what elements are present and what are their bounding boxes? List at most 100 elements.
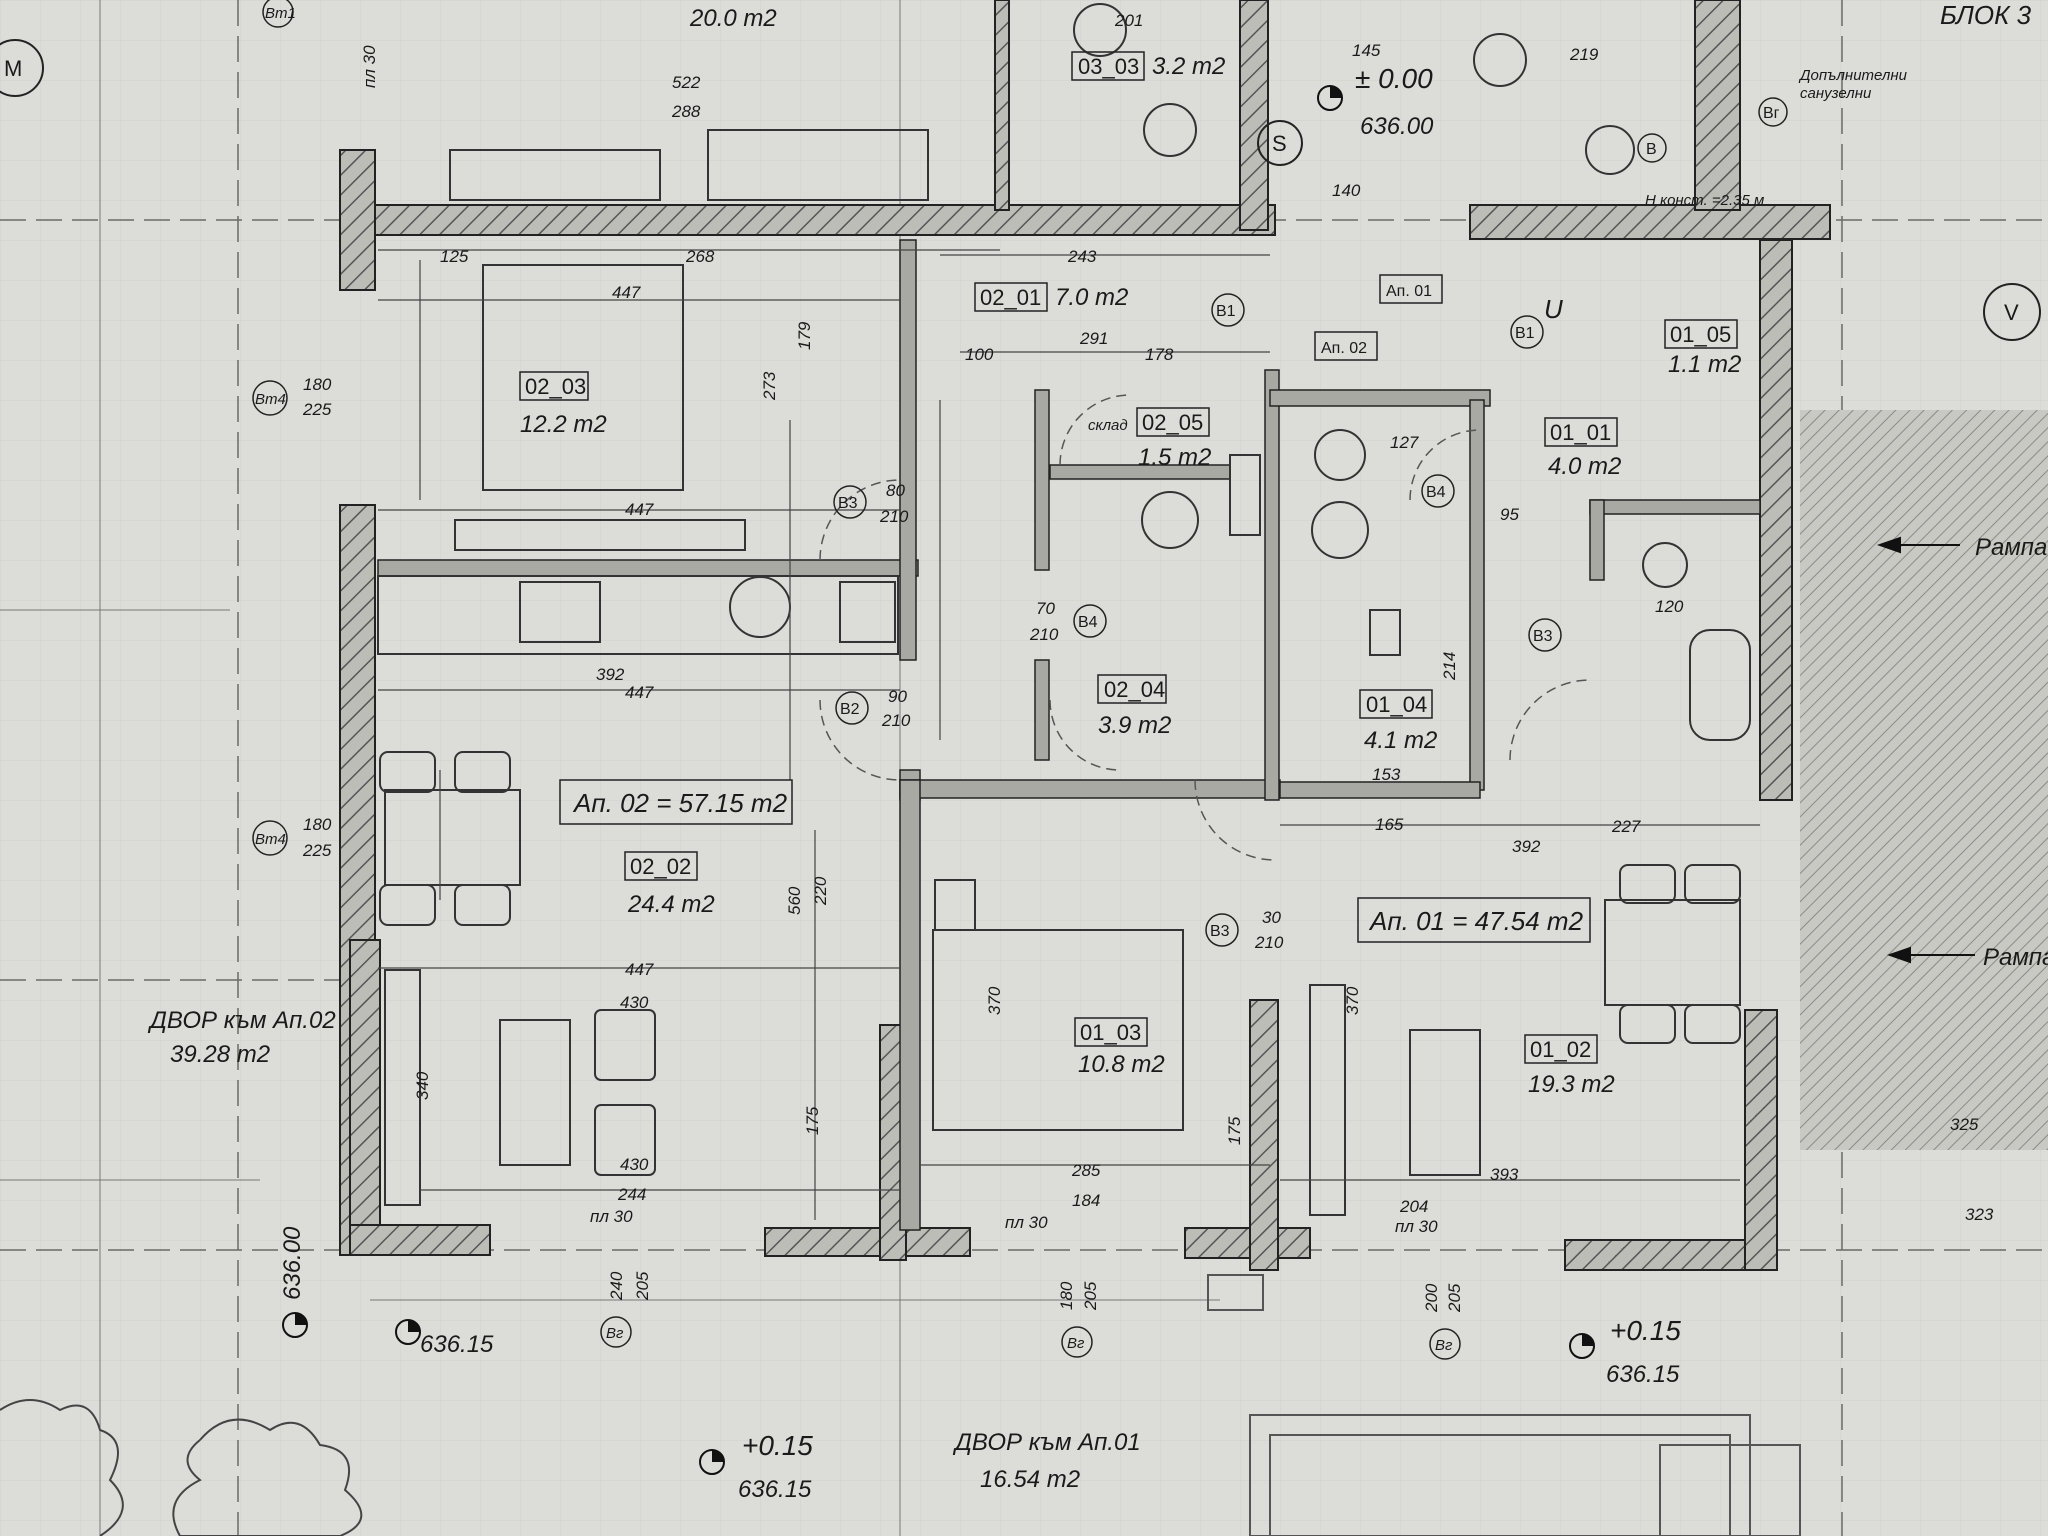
- svg-text:243: 243: [1067, 247, 1097, 266]
- svg-text:B3: B3: [1533, 628, 1553, 645]
- svg-text:B1: B1: [1515, 325, 1535, 342]
- svg-text:125: 125: [440, 247, 469, 266]
- room-01-05-area: 1.1 m2: [1668, 351, 1741, 378]
- door-swings: [819, 394, 1591, 861]
- svg-text:325: 325: [1950, 1115, 1979, 1134]
- room-01-03-id: 01_03: [1080, 1020, 1141, 1045]
- room-03-03-id: 03_03: [1078, 54, 1139, 79]
- svg-text:180: 180: [303, 815, 332, 834]
- svg-text:340: 340: [413, 1071, 432, 1100]
- svg-text:200: 200: [1422, 1283, 1441, 1313]
- room-01-03-area: 10.8 m2: [1078, 1051, 1165, 1078]
- room-02-05-id: 02_05: [1142, 410, 1203, 435]
- svg-text:165: 165: [1375, 815, 1404, 834]
- dimension-lines: [378, 249, 1760, 1220]
- apartment-02-tag: Ап. 02: [1321, 340, 1367, 357]
- axis-marker-s: S: [1272, 131, 1287, 156]
- top-area-label: 20.0 m2: [689, 5, 777, 32]
- bathroom-fixtures: [1073, 3, 1751, 741]
- svg-text:205: 205: [633, 1271, 652, 1301]
- svg-text:B4: B4: [1078, 614, 1098, 631]
- svg-text:219: 219: [1569, 45, 1599, 64]
- svg-text:пл 30: пл 30: [360, 45, 379, 88]
- svg-text:Вг: Вг: [1435, 1337, 1453, 1354]
- svg-text:393: 393: [1490, 1165, 1519, 1184]
- top-elevation-relative: ± 0.00: [1355, 63, 1433, 94]
- dining-table-ap01: [1604, 864, 1741, 1044]
- room-03-03-area: 3.2 m2: [1152, 53, 1225, 80]
- svg-text:B: B: [1646, 141, 1657, 158]
- svg-text:178: 178: [1145, 345, 1174, 364]
- svg-text:90: 90: [888, 687, 907, 706]
- svg-text:392: 392: [1512, 837, 1541, 856]
- svg-text:70: 70: [1036, 599, 1055, 618]
- elevation-marker-1: 636.00: [279, 1226, 308, 1338]
- yard-ap02-label: ДВОР към Ап.02: [147, 1007, 336, 1034]
- svg-text:227: 227: [1611, 817, 1641, 836]
- svg-text:240: 240: [607, 1271, 626, 1301]
- elevation-marker-2: 636.15: [395, 1319, 494, 1358]
- svg-text:175: 175: [1225, 1116, 1244, 1145]
- svg-text:244: 244: [617, 1185, 646, 1204]
- yard-ap02-area: 39.28 m2: [170, 1041, 270, 1068]
- axis-marker-m: M: [4, 56, 22, 81]
- svg-text:447: 447: [625, 500, 654, 519]
- elevation-marker-4: +0.15 636.15: [1569, 1315, 1681, 1388]
- apartment-01-tag: Ап. 01: [1386, 283, 1432, 300]
- apartment-02-total: Ап. 02 = 57.15 m2: [572, 788, 788, 818]
- svg-text:пл 30: пл 30: [1005, 1213, 1048, 1232]
- svg-text:636.15: 636.15: [420, 1331, 494, 1358]
- svg-text:392: 392: [596, 665, 625, 684]
- svg-text:B2: B2: [840, 701, 860, 718]
- dimension-text: 447 447 447 447 522 288 125 268 243 291 …: [302, 11, 1994, 1313]
- svg-text:636.15: 636.15: [738, 1476, 812, 1503]
- svg-text:120: 120: [1655, 597, 1684, 616]
- svg-text:370: 370: [985, 986, 1004, 1015]
- svg-text:пл 30: пл 30: [590, 1207, 633, 1226]
- svg-text:175: 175: [803, 1106, 822, 1135]
- svg-text:пл 30: пл 30: [1395, 1217, 1438, 1236]
- svg-text:204: 204: [1399, 1197, 1428, 1216]
- svg-text:225: 225: [302, 841, 332, 860]
- room-02-05-area: 1.5 m2: [1138, 444, 1211, 471]
- room-02-04-id: 02_04: [1104, 677, 1165, 702]
- svg-text:210: 210: [1254, 933, 1284, 952]
- room-02-01-id: 02_01: [980, 285, 1041, 310]
- markers: M S U V B B1 B1 B2 B3 B3 B3 B4 B4 Bг Вт4…: [0, 0, 2041, 1360]
- svg-text:+0.15: +0.15: [1610, 1315, 1681, 1346]
- svg-text:205: 205: [1445, 1283, 1464, 1313]
- svg-text:179: 179: [795, 321, 814, 350]
- block-label: БЛОК 3: [1940, 0, 2032, 30]
- svg-text:+0.15: +0.15: [742, 1430, 813, 1461]
- svg-text:560: 560: [785, 886, 804, 915]
- svg-text:430: 430: [620, 993, 649, 1012]
- svg-text:153: 153: [1372, 765, 1401, 784]
- constr-height-note: Н конст. =2.35 м: [1645, 192, 1764, 209]
- room-01-04-id: 01_04: [1366, 692, 1427, 717]
- sofa-ap02: [384, 969, 656, 1206]
- apartment-totals: Ап. 02 = 57.15 m2 Ап. 01 = 47.54 m2 Ап. …: [559, 274, 1591, 943]
- ramp-label-lower: Рампа: [1983, 944, 2048, 971]
- svg-text:447: 447: [625, 683, 654, 702]
- room-01-02-id: 01_02: [1530, 1037, 1591, 1062]
- svg-text:Вт4: Вт4: [255, 391, 286, 408]
- interior-walls: [377, 239, 1761, 1231]
- svg-text:145: 145: [1352, 41, 1381, 60]
- svg-text:Вт4: Вт4: [255, 831, 286, 848]
- ramp-area-upper: [1800, 410, 2048, 800]
- room-02-02-area: 24.4 m2: [627, 891, 715, 918]
- svg-text:180: 180: [1057, 1281, 1076, 1310]
- ramp-label-upper: Рампа: [1975, 534, 2047, 561]
- svg-text:210: 210: [881, 711, 911, 730]
- note-line-1: Допълнителни: [1798, 67, 1908, 84]
- svg-text:B3: B3: [1210, 923, 1230, 940]
- top-elevation-absolute: 636.00: [1360, 113, 1434, 140]
- svg-text:288: 288: [671, 102, 701, 121]
- svg-text:285: 285: [1071, 1161, 1101, 1180]
- room-02-02-id: 02_02: [630, 854, 691, 879]
- svg-text:Вг: Вг: [606, 1325, 624, 1342]
- svg-text:B1: B1: [1216, 303, 1236, 320]
- room-01-05-id: 01_05: [1670, 322, 1731, 347]
- axis-marker-u: U: [1544, 294, 1563, 324]
